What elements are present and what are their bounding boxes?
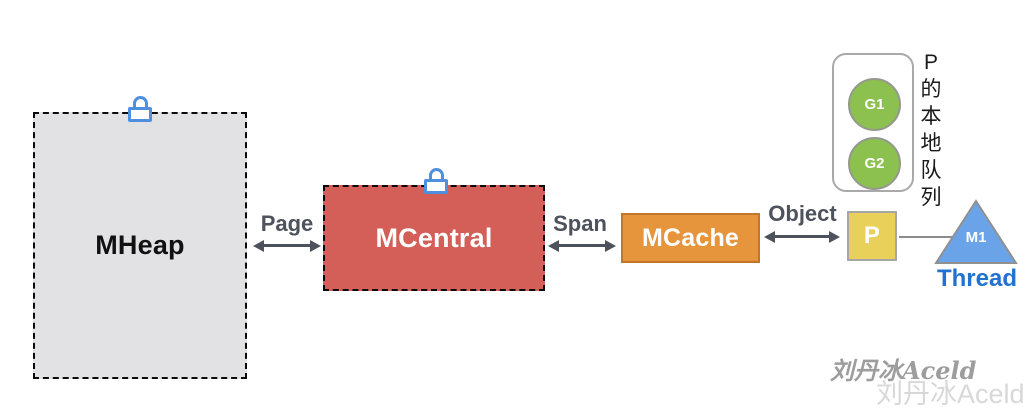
- goroutine-g2: G2: [848, 137, 901, 190]
- watermark-secondary: 刘丹冰Aceld: [876, 379, 1025, 409]
- arrowhead-left-icon: [548, 239, 559, 252]
- mcentral-label: MCentral: [375, 222, 493, 253]
- lock-shackle: [132, 96, 148, 109]
- mcentral-lock-icon: [424, 168, 448, 194]
- edge-label-span: Span: [553, 211, 607, 236]
- mcentral-node: MCentral: [323, 185, 545, 291]
- mheap-node: MHeap: [33, 112, 247, 379]
- queue-note-char: 队: [920, 159, 942, 182]
- mcache-label: MCache: [641, 223, 740, 252]
- mcache-node: MCache: [621, 213, 760, 263]
- p-node: P: [847, 211, 897, 261]
- mheap-label: MHeap: [95, 230, 185, 260]
- edge-label-object: Object: [768, 201, 837, 226]
- triangle-shape: [934, 199, 1018, 264]
- g2-label: G2: [864, 155, 885, 172]
- lock-body: [128, 107, 152, 122]
- thread-triangle: [934, 199, 1018, 264]
- lock-shackle: [428, 168, 444, 181]
- object-arrow: [764, 230, 840, 243]
- queue-note-char: 本: [920, 105, 942, 128]
- queue-note-char: 列: [920, 186, 942, 209]
- arrowhead-right-icon: [310, 239, 321, 252]
- watermark-primary: 刘丹冰Aceld: [830, 356, 977, 385]
- arrowhead-right-icon: [605, 239, 616, 252]
- edge-label-page: Page: [260, 211, 314, 236]
- arrowhead-left-icon: [764, 230, 775, 243]
- arrowhead-right-icon: [829, 230, 840, 243]
- arrowhead-left-icon: [253, 239, 264, 252]
- mheap-lock-icon: [128, 96, 152, 122]
- lock-body: [424, 179, 448, 194]
- p-to-thread-connector: [899, 236, 953, 238]
- page-arrow: [253, 239, 321, 252]
- queue-note-char: 地: [920, 132, 942, 155]
- p-label: P: [863, 222, 881, 249]
- span-arrow: [548, 239, 616, 252]
- queue-note-char: P: [923, 51, 938, 74]
- goroutine-g1: G1: [848, 78, 901, 131]
- queue-note-char: 的: [920, 78, 942, 101]
- queue-note: P 的 本 地 队 列: [915, 49, 947, 211]
- m1-label: M1: [965, 229, 987, 246]
- g1-label: G1: [864, 96, 885, 113]
- thread-label: Thread: [936, 265, 1017, 292]
